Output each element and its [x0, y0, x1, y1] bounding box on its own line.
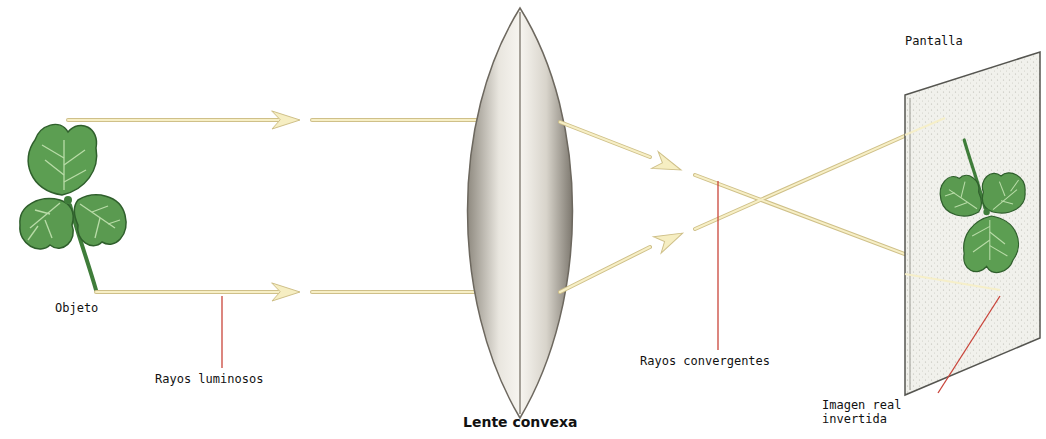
screen: [905, 52, 1040, 395]
image-label: Imagen real invertida: [822, 398, 912, 426]
screen-label: Pantalla: [905, 34, 963, 48]
convex-lens: [468, 8, 573, 418]
lens-label: Lente convexa: [463, 414, 577, 430]
rays-label: Rayos luminosos: [155, 372, 263, 386]
converging-label: Rayos convergentes: [640, 354, 770, 368]
rays-on-screen: [905, 118, 1000, 290]
leader-lines: [222, 181, 1000, 393]
inverted-image: [940, 140, 1025, 272]
object-clover: [20, 124, 126, 290]
incoming-rays: [68, 111, 492, 301]
object-label: Objeto: [55, 301, 98, 315]
